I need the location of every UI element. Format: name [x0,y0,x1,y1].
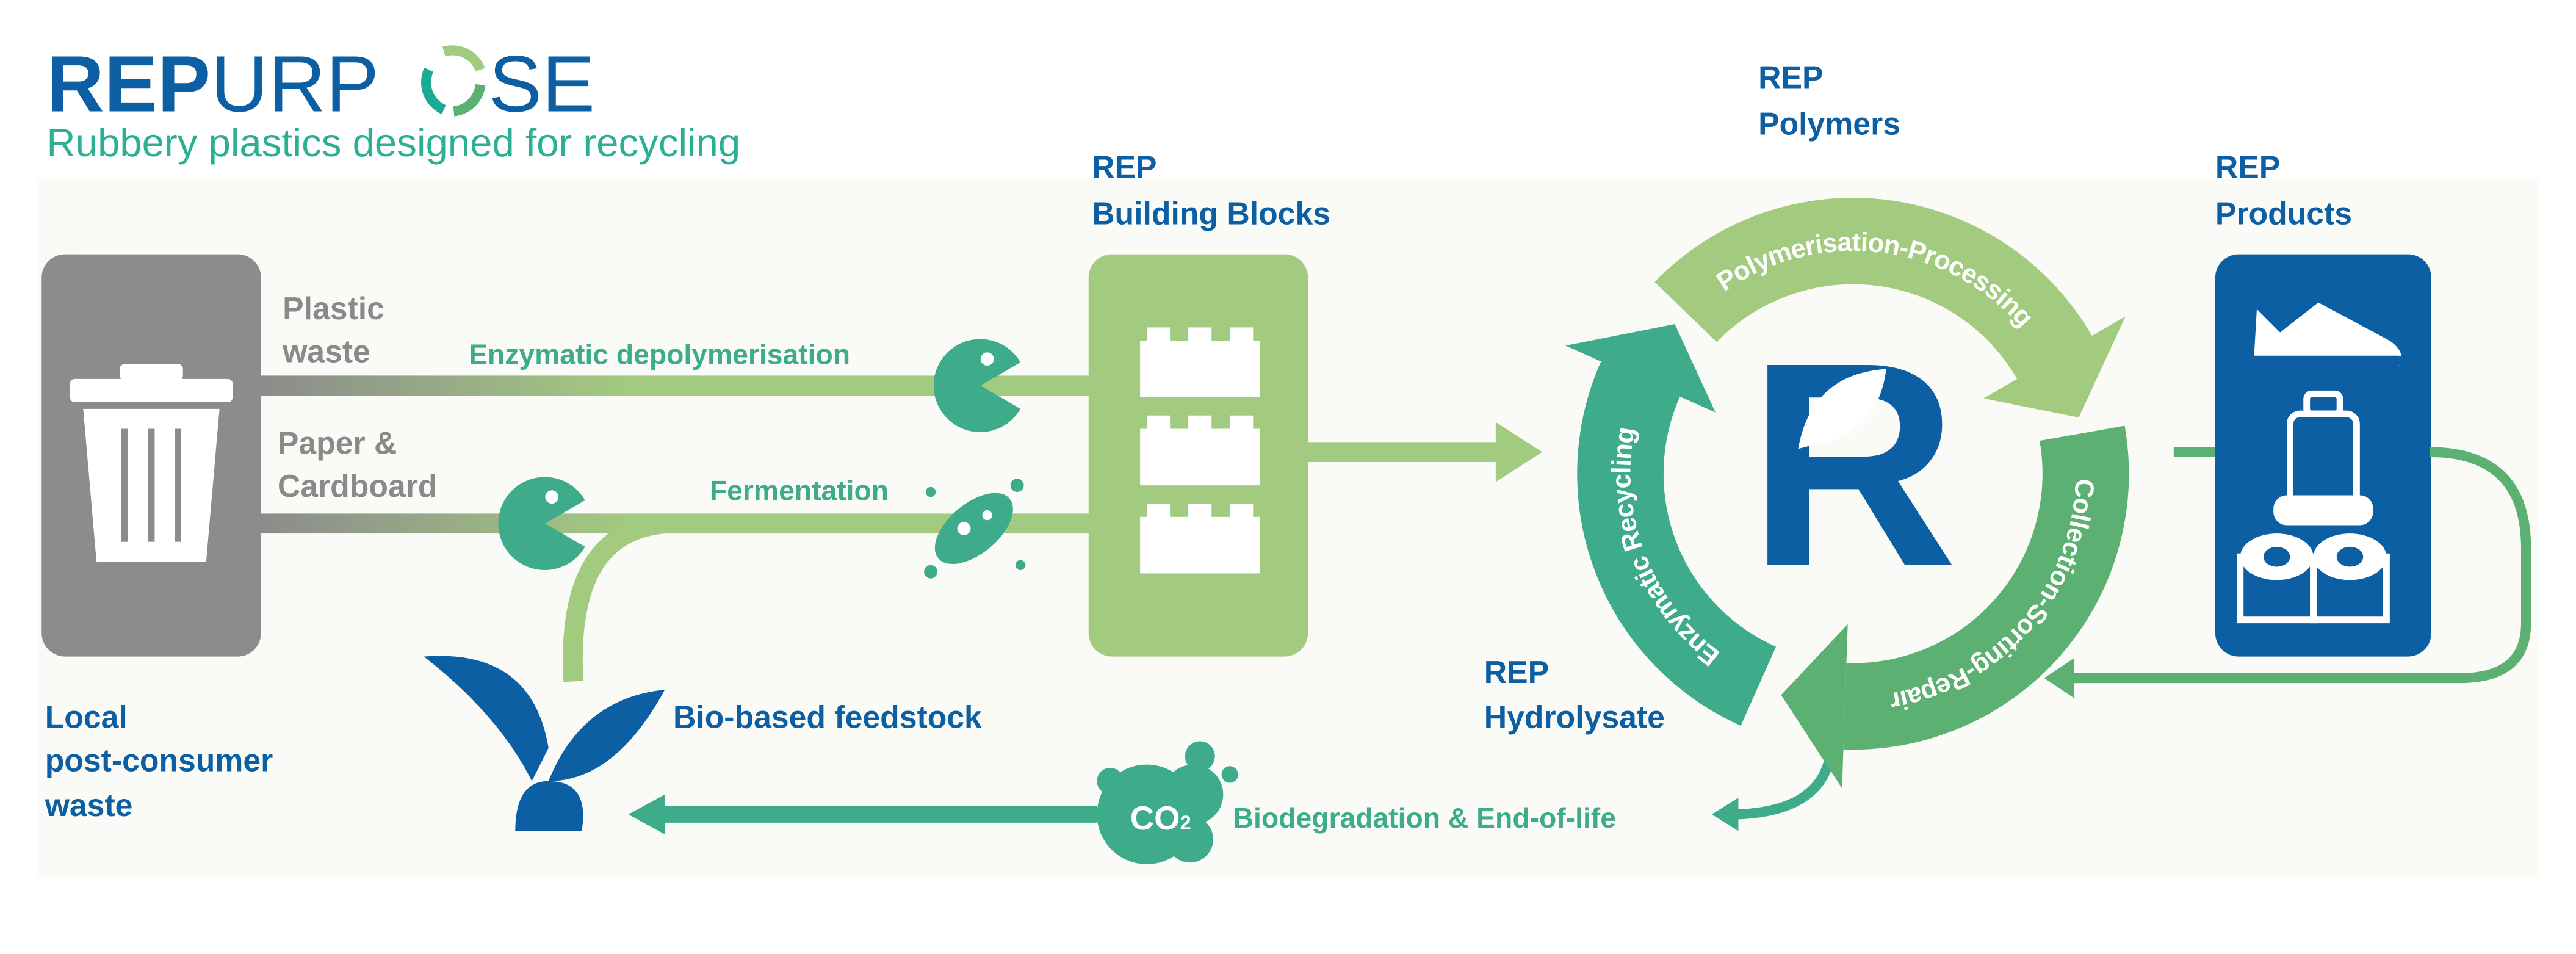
bio-feedstock-flow [563,513,666,682]
polymerisation-processing-arc [1654,198,2092,380]
recycling-cycle [1565,198,2129,789]
arc-arrowhead-icon [1781,624,1848,789]
co2-label: CO2 [1130,800,1191,837]
bacteria-icon [924,479,1026,579]
lego-block-icon [1140,504,1260,574]
lego-block-icon [1140,327,1260,397]
arrowhead-icon [628,794,665,834]
to-polymers-arrow [1308,442,1504,462]
shoe-icon [2246,302,2403,366]
co2-bubbles-icon: CO2 [1097,741,1238,864]
recycle-o-icon [421,45,486,117]
arc-arrowhead-icon [1565,324,1716,413]
enzyme-pacman-icon [933,339,1021,432]
logo-urp: URP [211,39,379,128]
car-seat-icon [2273,390,2373,526]
logo-tagline: Rubbery plastics designed for recycling [46,120,740,165]
biodegradation-label: Biodegradation & End-of-life [1233,802,1616,834]
paper-cardboard-label: Paper &Cardboard [278,425,437,504]
arrowhead-icon [2044,658,2074,698]
fermentation-label: Fermentation [710,475,889,507]
lego-blocks-icon [1140,327,1260,574]
enzymatic-recycling-arc [1577,361,1777,726]
logo-rep: REP [46,39,211,128]
arrowhead-icon [1711,798,1739,831]
svg-text:REPURP: REPURP [46,39,379,128]
arrowhead-icon [1495,422,1543,482]
products-return-flow [2069,447,2531,684]
bio-based-feedstock-label: Bio-based feedstock [673,699,982,735]
microbe-pacman-icon [498,477,585,570]
leaf-icon [1798,369,1886,449]
lego-block-icon [1140,415,1260,486]
plant-sprout-icon [424,656,665,831]
trash-can-icon [70,364,233,562]
logo-se: SE [489,39,595,128]
tape-rolls-icon [2237,533,2390,624]
repurpose-logo: REPURP SE Rubbery plastics designed for … [46,39,740,165]
arc-arrowhead-icon [1983,316,2126,417]
collection-sorting-repair-arc [1843,425,2129,750]
biodegradation-arrow [656,806,1097,823]
center-r-logo: R [1748,302,1958,627]
enzymatic-depolymerisation-label: Enzymatic depolymerisation [469,338,850,370]
